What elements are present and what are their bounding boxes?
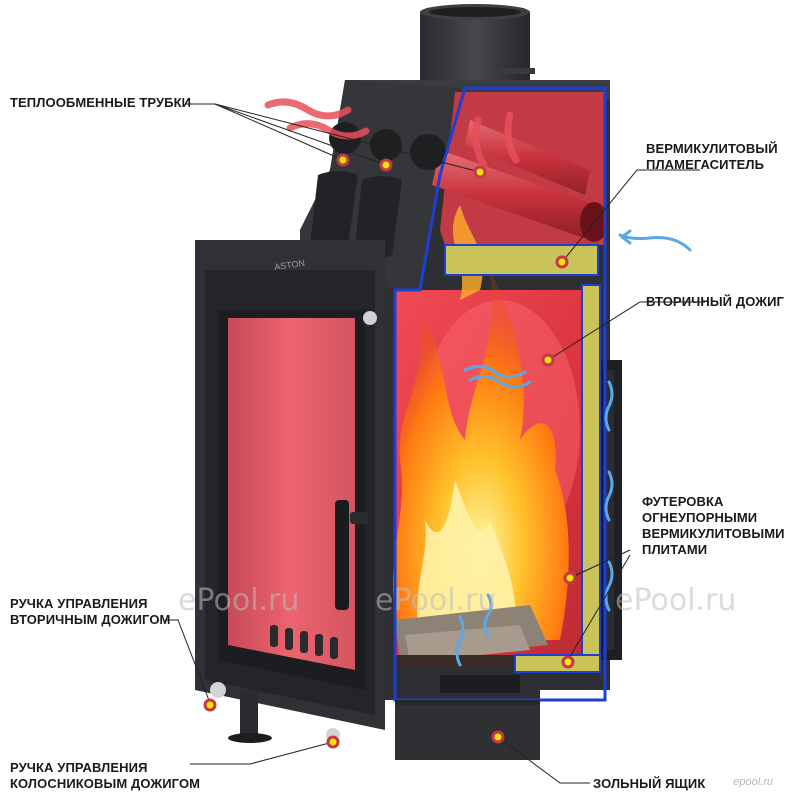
leader-lines (165, 103, 705, 784)
legs (228, 690, 272, 743)
label-lining: ФУТЕРОВКА ОГНЕУПОРНЫМИ ВЕРМИКУЛИТОВЫМИ П… (642, 494, 785, 557)
logs (395, 605, 548, 667)
chimney-pipe (420, 4, 535, 82)
vermiculite-lining (444, 244, 601, 673)
ash-box (395, 675, 540, 760)
front-door (195, 240, 385, 730)
cutaway-outline (393, 86, 607, 702)
label-secondary-burn: ВТОРИЧНЫЙ ДОЖИГ (646, 294, 785, 309)
brand-logo: ASTON (274, 258, 306, 272)
label-secondary-handle: РУЧКА УПРАВЛЕНИЯ ВТОРИЧНЫМ ДОЖИГОМ (10, 596, 171, 627)
watermark: ePool.ru (375, 583, 497, 618)
secondary-burn-handle (210, 682, 226, 698)
watermark: ePool.ru (615, 583, 737, 618)
watermark: ePool.ru (178, 583, 300, 618)
callout-markers (203, 153, 577, 749)
hot-air-arrows (264, 98, 520, 169)
label-baffle: ВЕРМИКУЛИТОВЫЙ ПЛАМЕГАСИТЕЛЬ (646, 141, 778, 172)
site-logo: epool.ru (733, 776, 773, 788)
label-heat-tubes: ТЕПЛООБМЕННЫЕ ТРУБКИ (10, 95, 192, 110)
cold-air-arrows (455, 229, 692, 667)
label-grate-handle: РУЧКА УПРАВЛЕНИЯ КОЛОСНИКОВЫМ ДОЖИГОМ (10, 760, 201, 791)
label-ash-box: ЗОЛЬНЫЙ ЯЩИК (593, 776, 706, 791)
